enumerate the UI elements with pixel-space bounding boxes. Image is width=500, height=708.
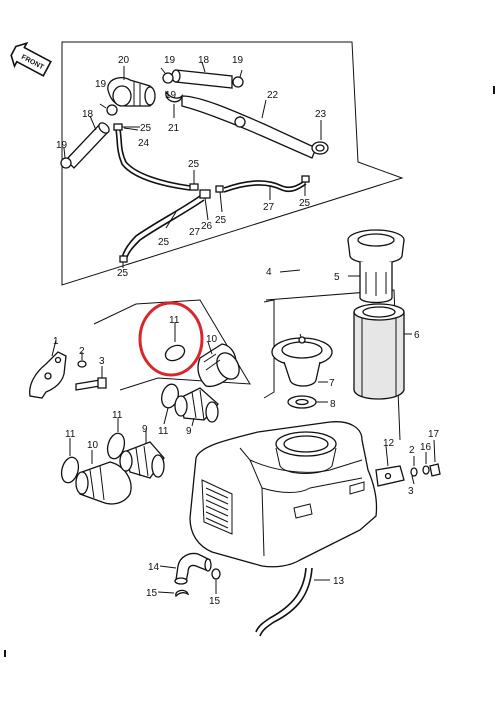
- intake-duct-9-middle: [119, 430, 165, 479]
- part-number-27: 27: [189, 227, 201, 238]
- part-number-25: 25: [299, 198, 311, 209]
- o-ring-11-far-left: [60, 438, 80, 484]
- clip-25-a: [113, 123, 140, 131]
- part-number-18: 18: [82, 109, 94, 120]
- part-number-22: 22: [267, 90, 279, 101]
- part-number-23: 23: [315, 109, 327, 120]
- part-number-10: 10: [206, 334, 218, 345]
- part-number-6: 6: [414, 330, 420, 341]
- tube-27-left: [121, 195, 205, 261]
- part-number-11: 11: [112, 410, 123, 421]
- bolt-3-left: [75, 366, 107, 391]
- washer-16: [422, 452, 430, 475]
- part-number-15: 15: [209, 596, 221, 607]
- bracket-1: [29, 339, 67, 399]
- junction-26: [199, 189, 211, 221]
- part-number-19: 19: [232, 55, 244, 66]
- part-number-25: 25: [158, 237, 170, 248]
- part-number-10: 10: [87, 440, 99, 451]
- air-cleaner-cover-7: [271, 333, 333, 387]
- clamp-19-top-right: [232, 69, 244, 88]
- clamp-15-right: [211, 568, 221, 594]
- part-number-25: 25: [140, 123, 152, 134]
- clamp-19-top-left: [160, 67, 174, 84]
- highlight-circle: [138, 301, 204, 377]
- washer-2-right: [410, 456, 418, 477]
- part-number-11: 11: [169, 315, 180, 326]
- bolt-3-right: [411, 475, 415, 485]
- clamp-19-hose-22: [234, 116, 246, 128]
- part-number-20: 20: [118, 55, 130, 66]
- bracket-12: [375, 445, 405, 487]
- clamp-19-left: [60, 147, 72, 169]
- part-number-14: 14: [148, 562, 160, 573]
- edge-mark: [493, 86, 495, 94]
- part-number-19: 19: [164, 55, 176, 66]
- part-number-17: 17: [428, 429, 440, 440]
- part-number-19: 19: [165, 90, 177, 101]
- part-number-21: 21: [168, 123, 180, 134]
- tube-27-right: [223, 179, 307, 200]
- clamp-15-left: [157, 589, 190, 598]
- intake-duct-10-upper: [197, 341, 240, 388]
- part-number-26: 26: [201, 221, 213, 232]
- hose-end-23: [311, 120, 329, 155]
- part-number-11: 11: [65, 429, 76, 440]
- part-number-3: 3: [99, 356, 105, 367]
- o-ring-11-middle: [106, 418, 126, 460]
- part-number-19: 19: [95, 79, 107, 90]
- part-number-7: 7: [329, 378, 335, 389]
- part-number-25: 25: [188, 159, 200, 170]
- breather-hose-22: [181, 95, 317, 159]
- part-number-3: 3: [408, 486, 414, 497]
- filter-element-6: [353, 303, 412, 400]
- part-number-8: 8: [330, 399, 336, 410]
- filter-cap-5: [347, 229, 405, 304]
- clip-25-c: [119, 255, 128, 268]
- elbow-hose-14: [159, 552, 212, 585]
- part-number-9: 9: [186, 426, 192, 437]
- part-number-11: 11: [158, 426, 169, 437]
- part-number-1: 1: [53, 336, 59, 347]
- bolt-17: [429, 439, 441, 477]
- air-cleaner-housing: [189, 421, 378, 568]
- front-arrow-icon: FRONT: [10, 41, 52, 77]
- breather-hose-18-left: [65, 115, 110, 169]
- part-number-27: 27: [263, 202, 275, 213]
- part-number-2: 2: [79, 346, 85, 357]
- breather-hose-panel: [61, 41, 404, 286]
- drain-tube-13: [255, 567, 330, 637]
- part-number-15: 15: [146, 588, 158, 599]
- tube-24: [115, 127, 191, 191]
- washer-2-left: [77, 352, 87, 368]
- part-number-labels: 20 19 19 18 19 22 19 21 18 25 23 19 24 2…: [53, 55, 440, 607]
- part-number-9: 9: [142, 424, 148, 435]
- intake-duct-10-left: [75, 450, 132, 505]
- o-ring-11-right: [161, 383, 179, 425]
- part-number-19: 19: [56, 140, 68, 151]
- part-number-5: 5: [334, 272, 340, 283]
- clip-25-b: [189, 170, 199, 191]
- part-number-24: 24: [138, 138, 150, 149]
- part-number-18: 18: [198, 55, 210, 66]
- part-number-25: 25: [117, 268, 129, 279]
- part-number-13: 13: [333, 576, 345, 587]
- part-number-4: 4: [266, 267, 272, 278]
- intake-duct-9-right: [174, 387, 219, 427]
- clamp-19-mid: [99, 103, 118, 116]
- part-number-16: 16: [420, 442, 432, 453]
- o-ring-11-highlighted: [164, 322, 186, 362]
- ring-8: [287, 395, 328, 409]
- part-number-25: 25: [215, 215, 227, 226]
- part-number-2: 2: [409, 445, 415, 456]
- part-number-12: 12: [383, 438, 395, 449]
- edge-mark: [4, 650, 6, 657]
- clip-25-d: [215, 185, 224, 213]
- breather-fitting: [107, 66, 156, 107]
- clip-25-e: [301, 175, 310, 196]
